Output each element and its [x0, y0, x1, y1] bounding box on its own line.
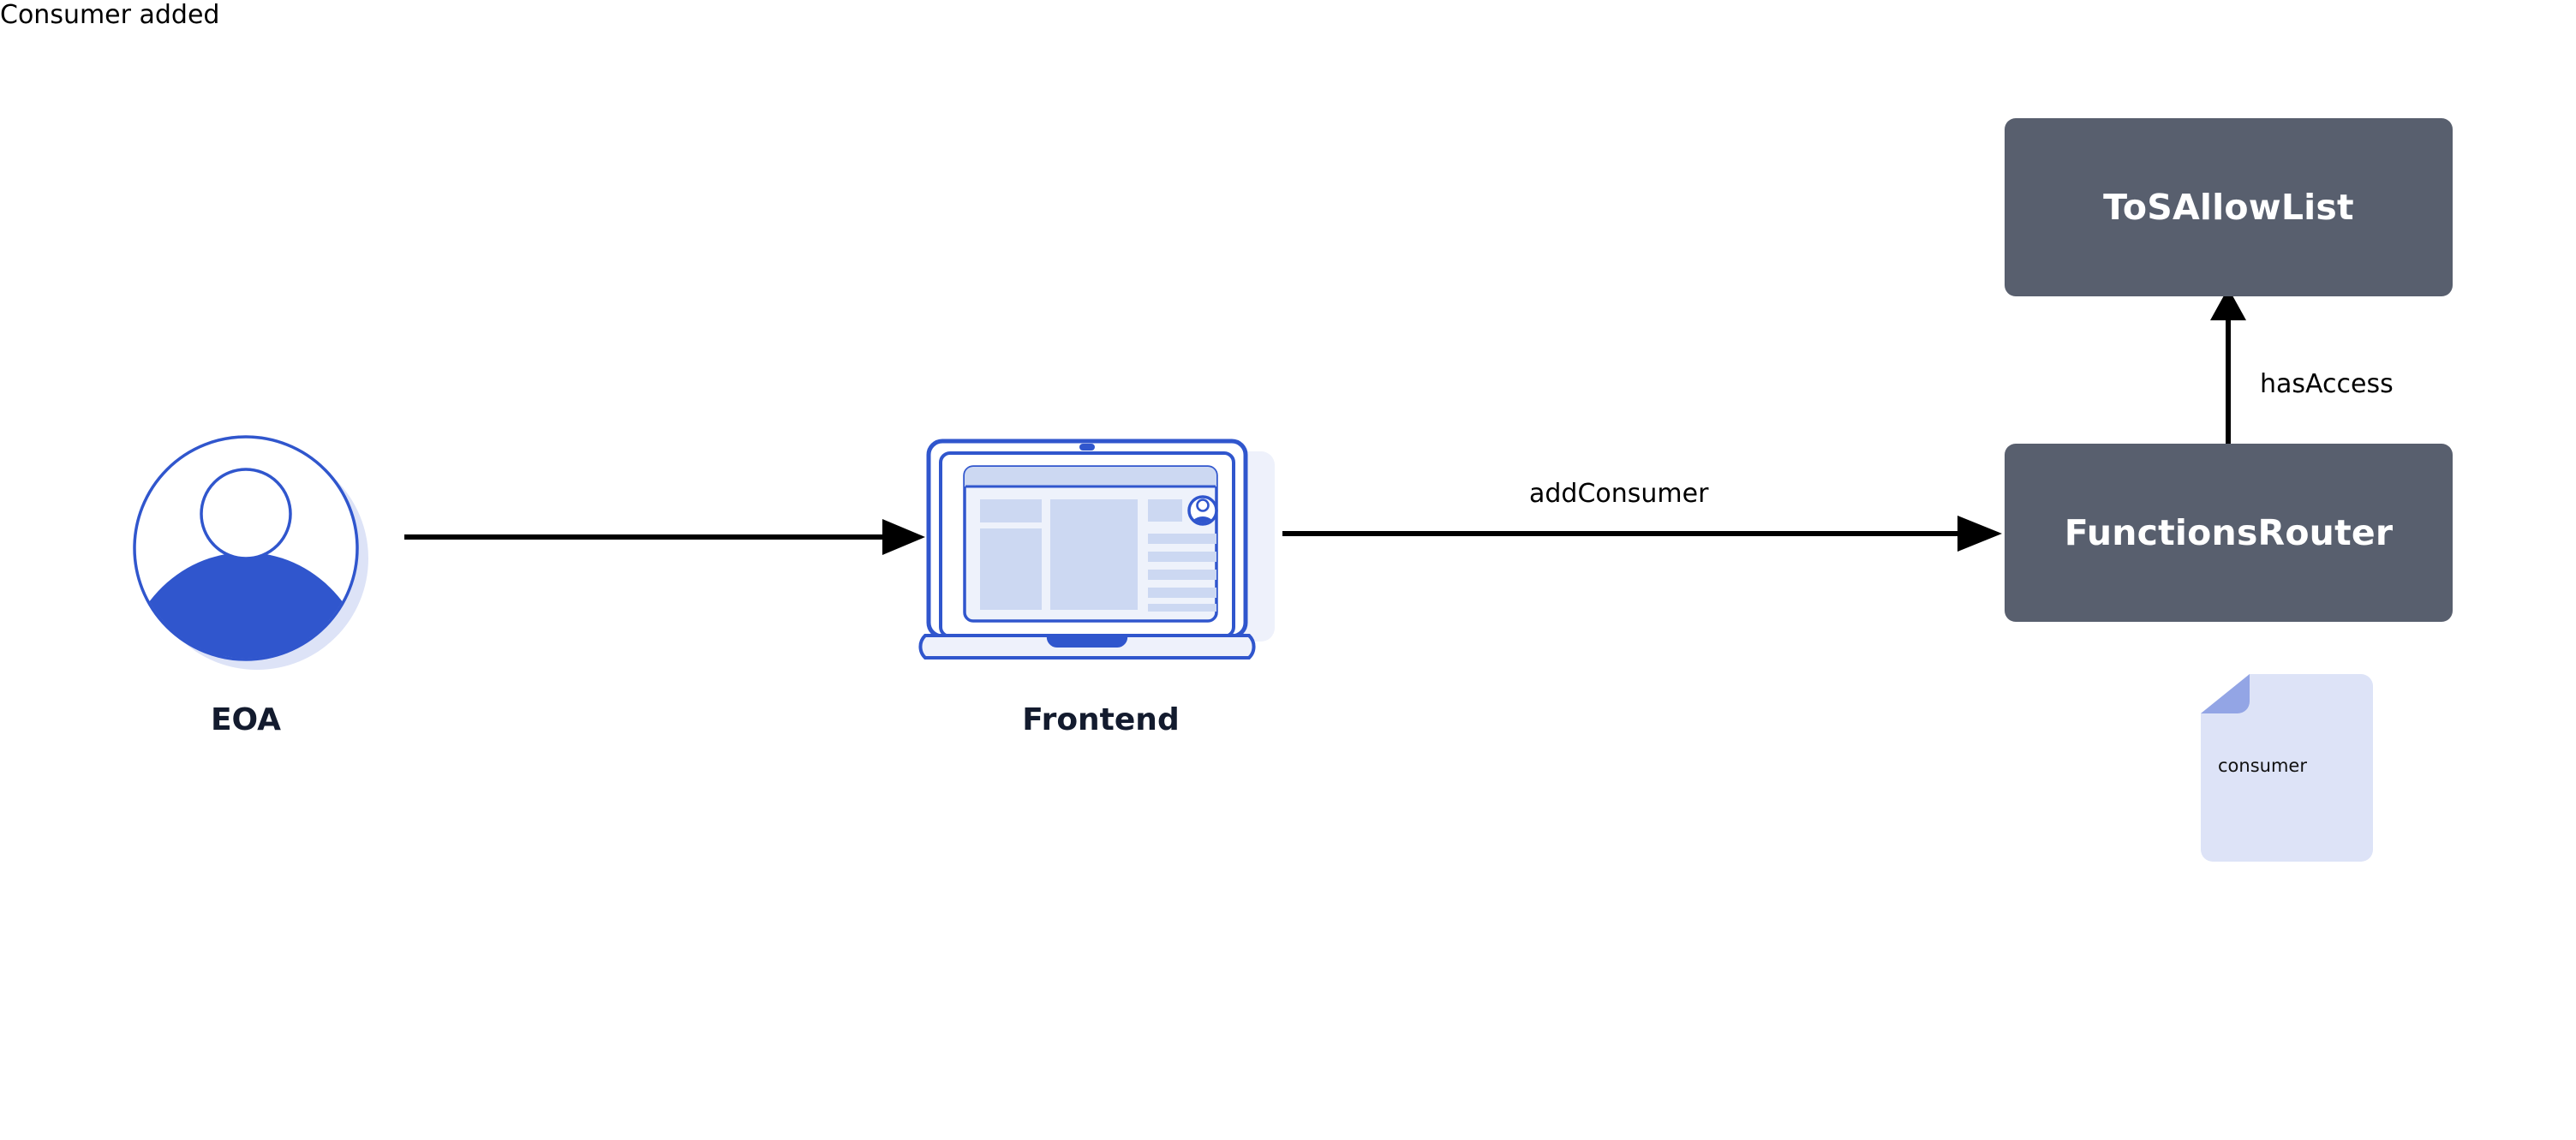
- arrow-eoa-to-frontend: [404, 519, 925, 555]
- arrow-router-to-tos: [2210, 288, 2246, 449]
- frontend-label: Frontend: [1022, 702, 1180, 737]
- consumer-document-group: [2142, 668, 2399, 886]
- node-functions-router-label: FunctionsRouter: [2064, 511, 2394, 553]
- edge-label-has-access: hasAccess: [2260, 369, 2394, 399]
- consumer-document-inner-label: consumer: [2218, 755, 2307, 776]
- eoa-avatar-group: [120, 428, 377, 680]
- eoa-label: EOA: [210, 702, 282, 737]
- arrow-frontend-to-router: [1282, 516, 2002, 552]
- node-functions-router[interactable]: FunctionsRouter: [2005, 444, 2453, 622]
- frontend-laptop-group: [917, 433, 1294, 684]
- screen-avatar-icon: [1187, 495, 1218, 526]
- node-tos-allow-list-label: ToSAllowList: [2103, 186, 2354, 228]
- laptop-icon: [918, 439, 1275, 660]
- edge-label-add-consumer: addConsumer: [1529, 479, 1709, 509]
- consumer-added-caption: Consumer added: [0, 0, 220, 30]
- user-avatar-icon: [133, 435, 368, 670]
- node-tos-allow-list[interactable]: ToSAllowList: [2005, 118, 2453, 296]
- document-icon: [2201, 674, 2373, 862]
